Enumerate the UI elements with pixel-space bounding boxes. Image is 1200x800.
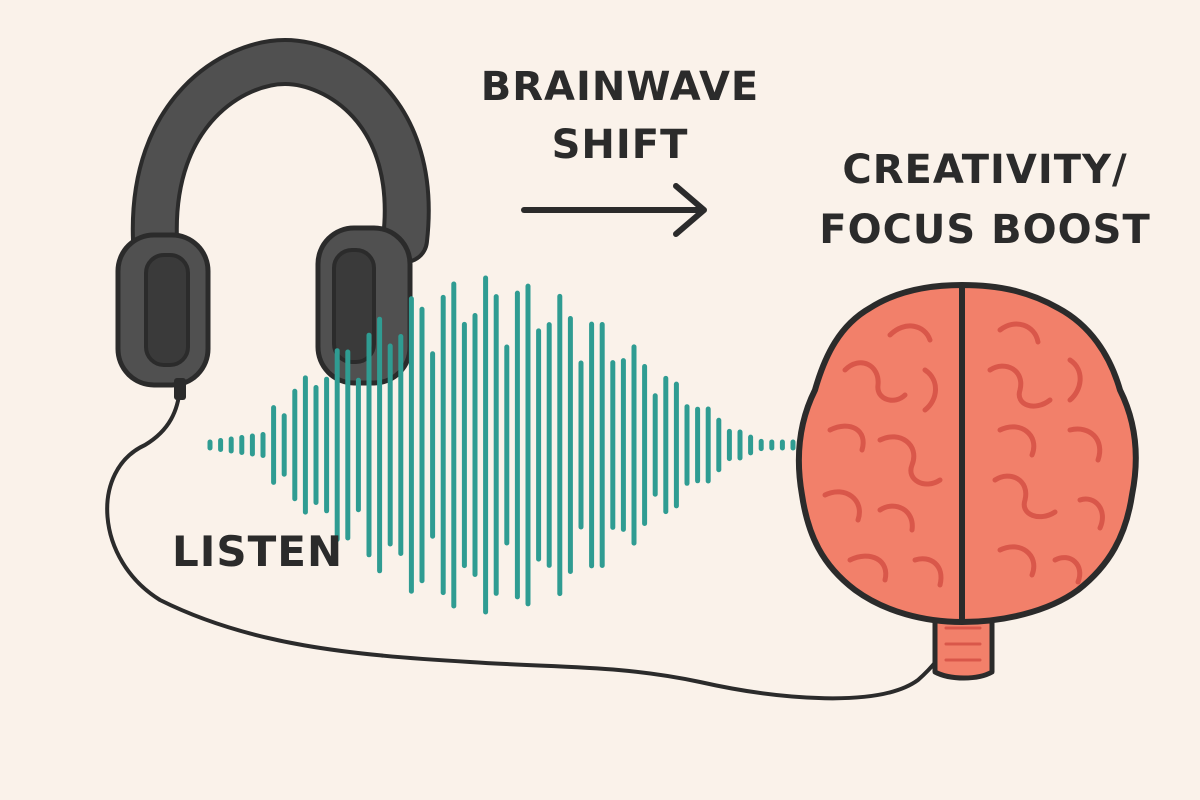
step-brainwave-shift: BRAINWAVE SHIFT [470,58,770,174]
step-brainwave-shift-line-1: BRAINWAVE [480,64,760,110]
step-boost-line-2: FOCUS BOOST [819,207,1151,253]
sound-wave-icon [207,275,796,615]
arrow-right-icon [521,183,707,237]
step-brainwave-shift-line-2: SHIFT [551,122,689,168]
brain-icon [795,282,1139,681]
step-listen: LISTEN [172,524,343,580]
headphone-cable [105,386,952,701]
headphones-icon [115,37,431,400]
step-boost-line-1: CREATIVITY/ [842,147,1128,193]
step-creativity-focus-boost: CREATIVITY/ FOCUS BOOST [800,140,1170,260]
step-listen-line-1: LISTEN [172,527,344,576]
